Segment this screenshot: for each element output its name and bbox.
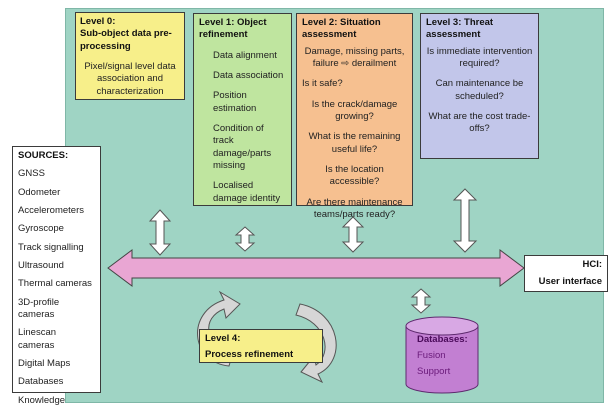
data-bus-arrow <box>107 249 525 287</box>
level2-item: What is the remaining useful life? <box>308 131 401 155</box>
source-item: Thermal cameras <box>18 278 92 290</box>
level2-item: Are there maintenance teams/parts ready? <box>306 196 403 221</box>
level1-item: Position estimation <box>213 90 257 114</box>
level1-item: Condition of track damage/parts missing <box>213 123 272 172</box>
level4-label: Process refinement <box>205 349 294 361</box>
level4-title: Level 4: <box>205 333 241 344</box>
level2-item: Is the crack/damage growing? <box>311 98 398 123</box>
level3-item: Is immediate intervention required? <box>426 45 533 70</box>
hci-box: HCI: User interface <box>524 255 608 292</box>
database-bus-arrow <box>410 288 432 314</box>
source-item: Track signalling <box>18 241 84 253</box>
level0-body: Pixel/signal level data association and … <box>84 61 176 97</box>
level2-box: Level 2: Situation assessment Damage, mi… <box>296 13 413 220</box>
sources-title: SOURCES: <box>18 150 69 161</box>
database-cylinder <box>405 316 479 394</box>
level1-item: Localised damage identity <box>213 180 281 204</box>
source-item: GNSS <box>18 168 45 180</box>
database-item: Fusion <box>417 350 446 361</box>
level2-bus-arrow <box>341 216 365 253</box>
level1-box: Level 1: Object refinement Data alignmen… <box>193 13 292 206</box>
hci-label: User interface <box>538 276 602 288</box>
level0-bus-arrow <box>148 209 172 256</box>
level1-title: Level 1: Object refinement <box>199 17 267 41</box>
level3-bus-arrow <box>452 188 478 253</box>
databases-label: Databases: Fusion Support <box>417 334 477 377</box>
database-item: Support <box>417 366 451 377</box>
databases-title: Databases: <box>417 334 468 345</box>
level3-box: Level 3: Threat assessment Is immediate … <box>420 13 539 159</box>
source-item: Databases <box>18 376 64 388</box>
level2-item: Is it safe? <box>302 78 343 90</box>
refinement-arrow-right <box>295 303 337 384</box>
source-item: Accelerometers <box>18 205 84 217</box>
level0-title: Level 0: Sub-object data pre-processing <box>80 16 172 52</box>
level1-item: Data association <box>213 70 284 82</box>
source-item: Knowledge <box>18 394 66 406</box>
sources-box: SOURCES: GNSS Odometer Accelerometers Gy… <box>12 146 101 406</box>
source-item: Gyroscope <box>18 223 64 235</box>
level0-box: Level 0: Sub-object data pre-processing … <box>75 12 185 100</box>
level1-bus-arrow <box>234 226 256 252</box>
level2-item: Is the location accessible? <box>325 164 384 188</box>
source-item: Linescan cameras <box>18 327 57 351</box>
source-item: 3D-profile cameras <box>18 296 60 321</box>
level2-title: Level 2: Situation assessment <box>302 17 381 41</box>
source-item: Ultrasound <box>18 260 64 272</box>
level4-box: Level 4: Process refinement <box>199 329 323 363</box>
level2-item: Damage, missing parts, failure ⇨ derailm… <box>304 45 405 70</box>
hci-title: HCI: <box>582 259 602 270</box>
level1-item: Data alignment <box>213 49 277 61</box>
source-item: Digital Maps <box>18 358 71 370</box>
level3-item: What are the cost trade-offs? <box>428 111 531 135</box>
level3-item: Can maintenance be scheduled? <box>435 78 524 102</box>
level3-title: Level 3: Threat assessment <box>426 17 494 41</box>
source-item: Odometer <box>18 186 61 198</box>
